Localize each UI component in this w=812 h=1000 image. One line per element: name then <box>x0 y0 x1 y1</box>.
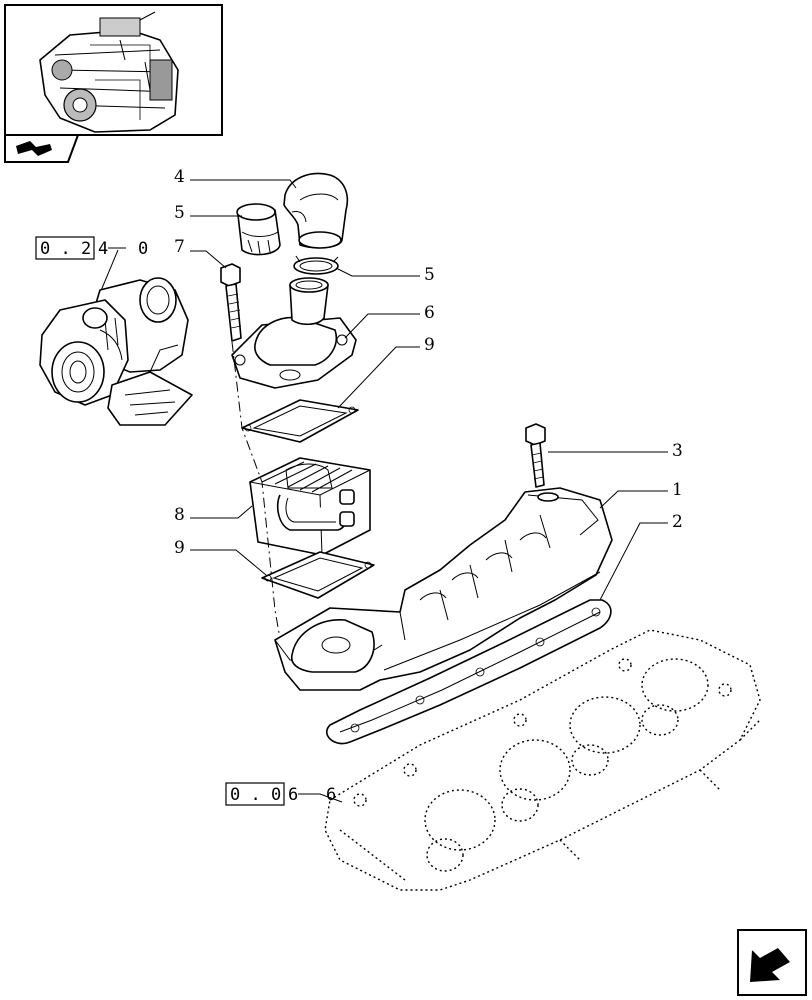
svg-text:5: 5 <box>174 203 185 223</box>
callout-4: 4 <box>174 167 297 189</box>
part-6-outlet-housing <box>231 277 357 389</box>
callout-8: 8 <box>174 505 253 525</box>
svg-text:4: 4 <box>174 167 185 187</box>
callout-5-lower: 5 <box>335 265 435 285</box>
part-3-bolt <box>525 423 546 488</box>
part-1-intake-manifold <box>274 487 613 691</box>
parts-book-tab-icon <box>16 141 52 156</box>
part-9-gasket-upper <box>241 399 359 443</box>
cylinder-head <box>324 629 761 891</box>
svg-text:2: 2 <box>672 512 683 532</box>
svg-text:9: 9 <box>424 335 435 355</box>
svg-text:1: 1 <box>672 480 683 500</box>
ref-turbo-tail: 0 <box>138 239 148 259</box>
part-5-clamp-ring <box>293 255 339 275</box>
part-4-elbow-pipe <box>283 172 349 249</box>
ref-head-box-text: 0 . 0 <box>230 785 281 805</box>
callout-9-upper: 9 <box>337 335 435 409</box>
svg-text:7: 7 <box>174 237 185 257</box>
parts-book-tab[interactable] <box>4 134 80 163</box>
next-page-button[interactable] <box>737 929 807 996</box>
part-9-gasket-lower <box>261 551 375 599</box>
svg-text:6: 6 <box>424 303 435 323</box>
part-7-bolt <box>220 263 242 342</box>
engine-thumbnail[interactable] <box>4 4 223 136</box>
alignment-centerline <box>231 341 283 651</box>
ref-head-suffix: 6 <box>288 785 298 805</box>
ref-turbo-link[interactable]: 0 . 2 4 0 <box>35 236 148 306</box>
callout-3: 3 <box>548 441 683 461</box>
callout-5-upper: 5 <box>174 203 242 223</box>
callout-6: 6 <box>344 303 435 339</box>
svg-text:8: 8 <box>174 505 185 525</box>
next-page-arrow-icon <box>750 945 790 982</box>
callout-9-lower: 9 <box>174 538 267 576</box>
svg-text:3: 3 <box>672 441 683 461</box>
part-5-hose-clamp <box>236 203 281 256</box>
ref-turbo-box-text: 0 . 2 <box>40 239 91 259</box>
callout-1: 1 <box>599 480 683 509</box>
turbocharger-assembly <box>39 277 193 426</box>
ref-head-link[interactable]: 0 . 0 6 6 <box>225 782 343 806</box>
engine-thumbnail-icon <box>39 11 179 133</box>
ref-head-tail: 6 <box>326 785 336 805</box>
svg-text:5: 5 <box>424 265 435 285</box>
callout-2: 2 <box>599 512 683 601</box>
part-8-egr-cooler <box>249 457 371 556</box>
ref-turbo-suffix: 4 <box>98 239 108 259</box>
callout-7: 7 <box>174 237 227 269</box>
svg-text:9: 9 <box>174 538 185 558</box>
